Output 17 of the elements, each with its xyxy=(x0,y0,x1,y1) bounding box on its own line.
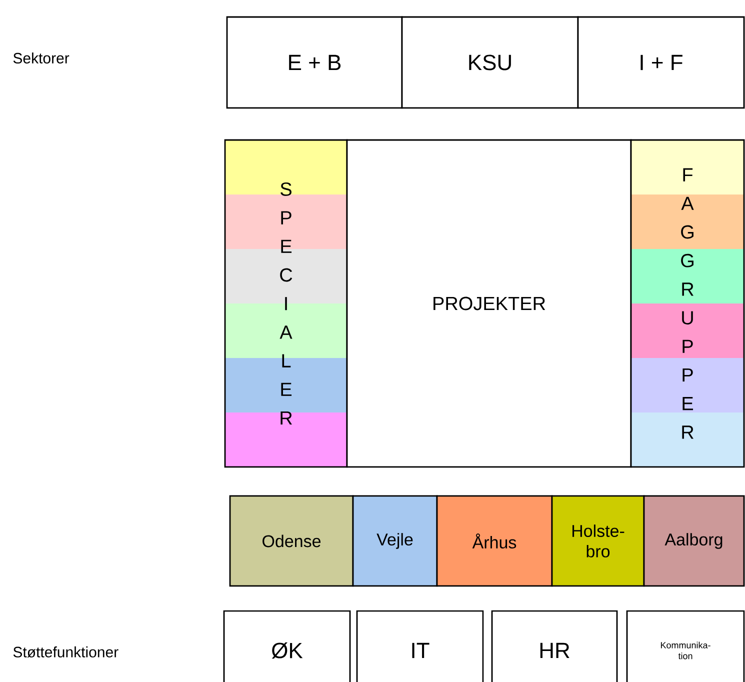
city-box: Odense xyxy=(229,495,354,587)
row-label: Sektorer xyxy=(13,52,70,64)
city-box: Vejle xyxy=(352,495,438,587)
sector-box: KSU xyxy=(401,16,579,109)
sector-box: E + B xyxy=(226,16,403,109)
function-box: ØK xyxy=(223,610,351,682)
striped-column: FAGGRUPPER xyxy=(630,139,745,468)
function-box: IT xyxy=(356,610,484,682)
function-box: HR xyxy=(491,610,618,682)
city-box: Aalborg xyxy=(643,495,745,587)
city-box: Holste- bro xyxy=(551,495,645,587)
striped-column: SPECIALER xyxy=(224,139,348,468)
row-label: Støttefunktioner xyxy=(13,646,118,658)
function-box: Kommunika- tion xyxy=(626,610,745,682)
sector-box: I + F xyxy=(577,16,745,109)
project-box: PROJEKTER xyxy=(346,139,632,468)
city-box: Århus xyxy=(436,495,553,587)
